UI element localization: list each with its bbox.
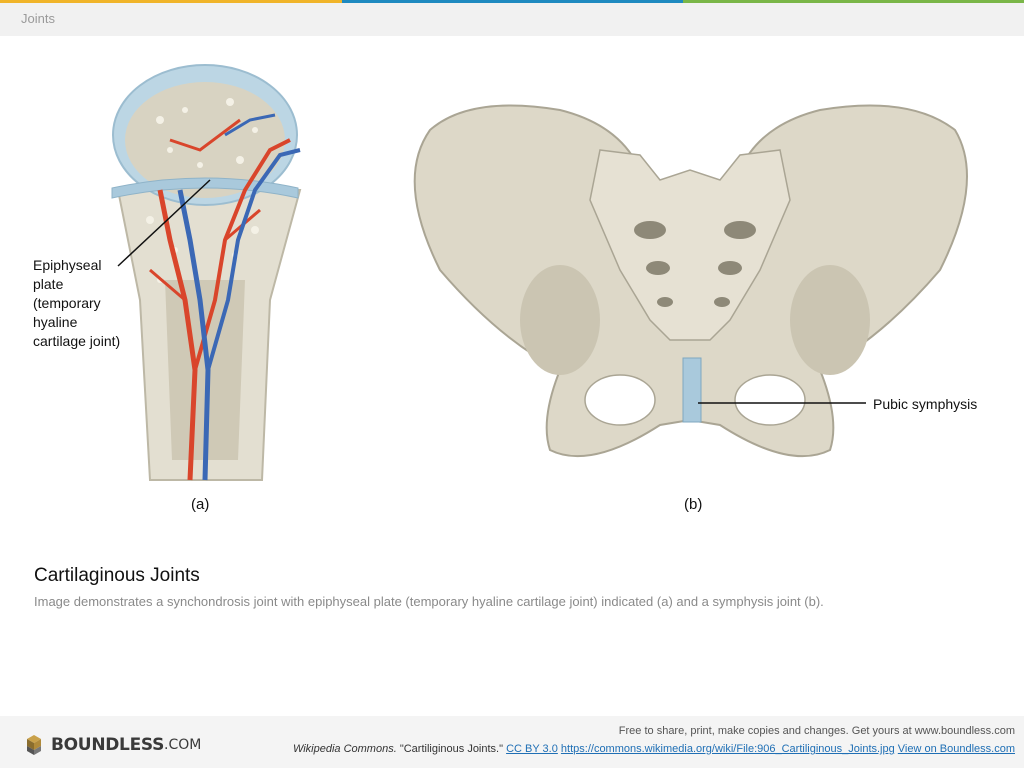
section-title: Joints: [21, 11, 55, 26]
accent-stripe-blue: [342, 0, 683, 3]
stacked-cubes-icon: [27, 735, 41, 755]
footer-notice: Free to share, print, make copies and ch…: [618, 725, 1015, 737]
attribution-source: Wikipedia Commons.: [292, 743, 397, 755]
joints-figure: Epiphyseal plate (temporary hyaline cart…: [0, 40, 1024, 540]
caption-text: Image demonstrates a synchondrosis joint…: [34, 594, 824, 609]
accent-stripe-green: [683, 0, 1024, 3]
top-bar: Joints: [0, 0, 1024, 36]
logo-domain: .COM: [164, 737, 202, 753]
panel-a-label-line-5: cartilage joint): [33, 333, 120, 349]
panel-a-label-line-4: hyaline: [33, 314, 78, 330]
panel-b-label: Pubic symphysis: [873, 396, 977, 412]
panel-a-label-line-3: (temporary: [33, 295, 101, 311]
footer: BOUNDLESS.COM Free to share, print, make…: [0, 716, 1024, 768]
panel-a-sublabel: (a): [191, 496, 209, 513]
accent-stripe-yellow: [0, 0, 342, 3]
caption-title: Cartilaginous Joints: [34, 565, 200, 586]
panel-b-pelvis-illustration: Pubic symphysis (b): [413, 104, 977, 513]
panel-b-sublabel: (b): [684, 496, 702, 513]
panel-a-label-line-2: plate: [33, 276, 64, 292]
panel-a-label-line-1: Epiphyseal: [33, 257, 102, 273]
source-url-link[interactable]: https://commons.wikimedia.org/wiki/File:…: [560, 743, 895, 755]
boundless-logo[interactable]: BOUNDLESS.COM: [22, 733, 201, 757]
attribution-title: "Cartiliginous Joints.": [399, 743, 504, 755]
panel-a-bone-illustration: Epiphyseal plate (temporary hyaline cart…: [33, 64, 302, 513]
view-on-boundless-link[interactable]: View on Boundless.com: [897, 743, 1015, 755]
license-link[interactable]: CC BY 3.0: [506, 743, 558, 755]
logo-text: BOUNDLESS: [51, 735, 165, 755]
footer-attribution: Wikipedia Commons. "Cartiliginous Joints…: [293, 743, 1015, 755]
